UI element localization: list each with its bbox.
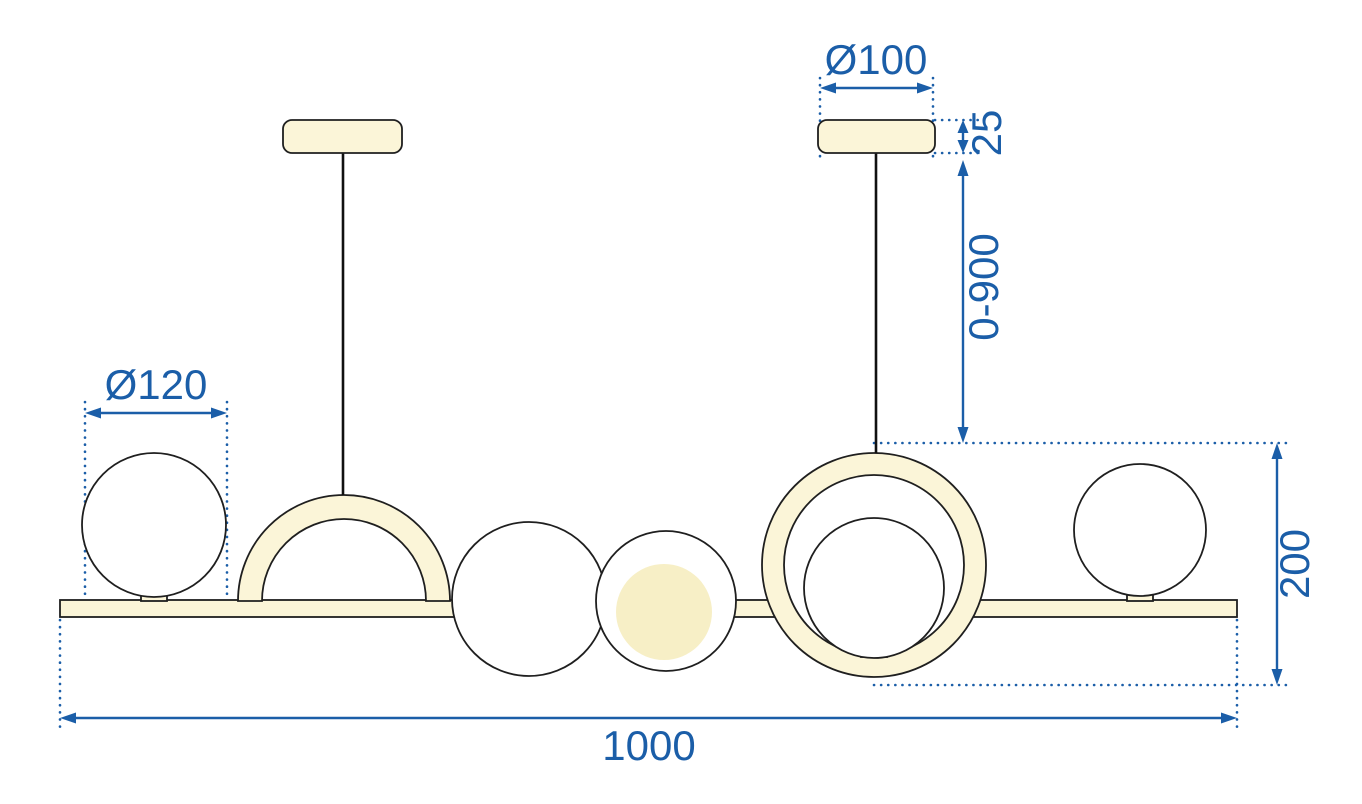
arrow-left-icon <box>820 82 836 94</box>
label-suspension-length: 0-900 <box>960 233 1007 340</box>
dim-suspension-length: 0-900 <box>957 160 1007 443</box>
arrow-down-icon <box>957 140 969 153</box>
lamp-arch <box>237 494 451 602</box>
middle-globe <box>451 521 607 677</box>
arrow-up-icon <box>1271 443 1283 459</box>
arrow-right-icon <box>1221 712 1237 724</box>
arrow-left-icon <box>60 712 76 724</box>
arrow-right-icon <box>917 82 933 94</box>
right-canopy <box>817 119 936 154</box>
arrow-right-icon <box>211 407 227 419</box>
arrow-down-icon <box>1271 669 1283 685</box>
dim-fixture-width: 1000 <box>60 712 1237 769</box>
dim-canopy-height: 25 <box>957 110 1010 157</box>
dim-fixture-height: 200 <box>1271 443 1318 685</box>
lamp-fixture <box>59 119 1238 678</box>
dim-canopy-diameter: Ø100 <box>820 36 933 94</box>
label-fixture-height: 200 <box>1271 529 1318 599</box>
label-canopy-diameter: Ø100 <box>825 36 928 83</box>
right-globe <box>1073 463 1207 597</box>
arrow-up-icon <box>957 160 969 176</box>
label-fixture-width: 1000 <box>602 722 695 769</box>
middle-globe-glow <box>616 564 712 660</box>
extension-lines <box>58 76 1288 734</box>
arrow-down-icon <box>957 427 969 443</box>
dim-globe-diameter: Ø120 <box>85 361 227 419</box>
dimensions: Ø100 25 0-900 Ø120 200 <box>60 36 1318 769</box>
arrow-left-icon <box>85 407 101 419</box>
ring-globe <box>803 517 945 659</box>
left-globe <box>81 452 227 598</box>
left-canopy <box>282 119 403 154</box>
arrow-up-icon <box>957 120 969 133</box>
label-canopy-height: 25 <box>963 110 1010 157</box>
label-globe-diameter: Ø120 <box>105 361 208 408</box>
